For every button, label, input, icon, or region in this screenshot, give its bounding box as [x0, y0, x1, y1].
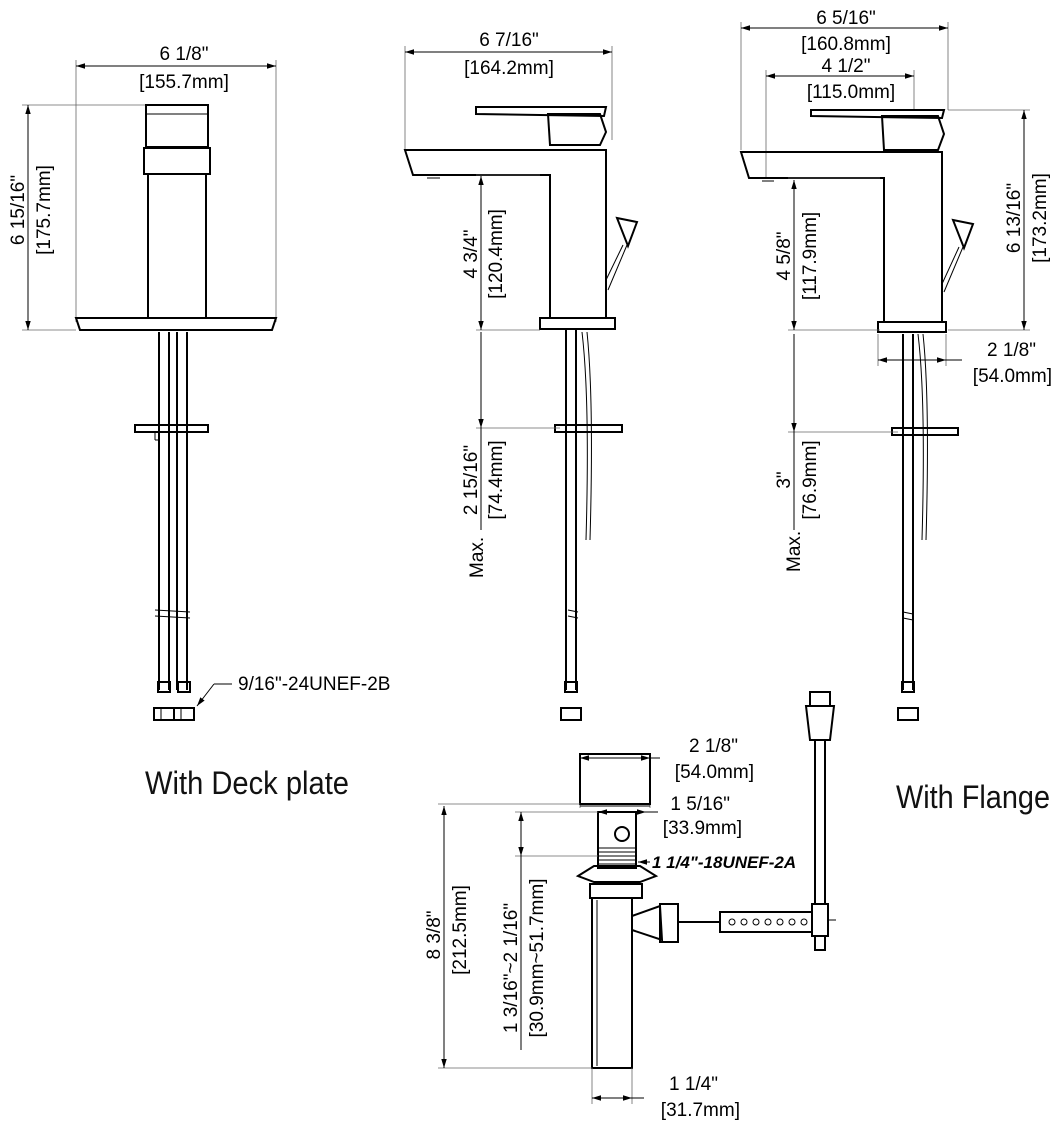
- cap-width-inch-label: 2 1/8": [689, 736, 738, 757]
- total-width-mm-label: [160.8mm]: [801, 34, 891, 55]
- supply-thread-label: 9/16"-24UNEF-2B: [238, 674, 390, 695]
- side-supply: [554, 330, 623, 721]
- hex-nut: [560, 707, 582, 721]
- reach-mm-label: [115.0mm]: [807, 82, 895, 103]
- mounting-bracket: [134, 424, 209, 433]
- spout-height-mm-label: [120.4mm]: [486, 209, 507, 299]
- reach-inch-label: 4 1/2": [821, 56, 870, 77]
- range-mm-label: [30.9mm~51.7mm]: [527, 879, 548, 1038]
- hex-nut: [897, 707, 919, 721]
- tail-width-inch-label: 1 1/4": [669, 1074, 718, 1095]
- clevis-strap: [719, 911, 813, 933]
- deck-max-mm-label: [76.9mm]: [800, 440, 821, 519]
- total-height-mm-label: [212.5mm]: [450, 885, 471, 975]
- width-mm-label: [155.7mm]: [139, 72, 229, 93]
- supply-lines: [134, 332, 232, 721]
- drain-body: [597, 811, 637, 869]
- faucet-side: [403, 106, 639, 330]
- deck-max-prefix: Max.: [784, 531, 805, 572]
- lock-nut: [589, 883, 643, 899]
- spout-height-mm-label: [117.9mm]: [800, 212, 821, 300]
- side-view: 6 7/16" [164.2mm] 4 3/4" [120.4mm]: [403, 30, 639, 721]
- deck-plate-view: 6 1/8" [155.7mm] 6 15/16" [175.7mm]: [8, 44, 390, 801]
- spout-body: [739, 151, 943, 323]
- base-ring: [539, 317, 616, 330]
- flange-supply: [891, 333, 959, 721]
- deck-max-inch-label: 3": [774, 471, 795, 488]
- mounting-bracket: [554, 424, 623, 433]
- faucet-flange: [739, 109, 975, 333]
- width-inch-label: 6 1/8": [159, 44, 208, 65]
- pivot-housing: [631, 904, 664, 942]
- total-height-inch-label: 8 3/8": [424, 910, 445, 959]
- hex-nut: [153, 707, 175, 721]
- deck-max-mm-label: [74.4mm]: [486, 440, 507, 519]
- base-inch-label: 2 1/8": [987, 340, 1036, 361]
- spring-clip: [811, 903, 829, 937]
- handle-cap: [880, 115, 946, 151]
- flange-view: 6 5/16" [160.8mm] 4 1/2" [115.0mm] 6 13/…: [739, 8, 1052, 815]
- base-mm-label: [54.0mm]: [973, 366, 1052, 387]
- tail-width-mm-label: [31.7mm]: [661, 1100, 740, 1121]
- lever-handle: [475, 106, 608, 118]
- drain-thread: [598, 847, 636, 865]
- lever-handle: [810, 109, 946, 120]
- mounting-bracket: [891, 427, 959, 436]
- drain-assembly: [575, 691, 836, 1069]
- faucet-front: [74, 104, 278, 331]
- overflow-hole: [614, 826, 630, 842]
- deck-max-prefix: Max.: [467, 537, 488, 578]
- total-width-inch-label: 6 5/16": [816, 8, 876, 29]
- drain-thread-label: 1 1/4"-18UNEF-2A: [652, 853, 796, 872]
- spout-block: [143, 147, 211, 175]
- drain-cap: [579, 753, 651, 805]
- width-inch-label: 6 7/16": [479, 30, 539, 51]
- drain-view: 2 1/8" [54.0mm] 1 5/16" [33.9mm]: [424, 691, 836, 1121]
- flange-ring: [877, 321, 947, 333]
- spout-height-inch-label: 4 3/4": [461, 229, 482, 278]
- lift-rod-knob: [615, 216, 639, 249]
- height-inch-label: 6 13/16": [1004, 183, 1025, 253]
- deck-max-inch-label: 2 15/16": [461, 445, 482, 515]
- faucet-body: [147, 173, 207, 319]
- width-mm-label: [164.2mm]: [464, 58, 554, 79]
- handle-block: [145, 104, 209, 148]
- cap-width-mm-label: [54.0mm]: [675, 762, 754, 783]
- lift-rod-top: [804, 705, 836, 741]
- body-width-inch-label: 1 5/16": [670, 794, 730, 815]
- thread-leader: [196, 683, 215, 707]
- lift-knob: [809, 691, 831, 707]
- flange-caption: With Flange: [896, 779, 1050, 815]
- deck-plate: [74, 317, 278, 331]
- clevis-holes: [728, 918, 808, 926]
- range-inch-label: 1 3/16"~2 1/16": [501, 903, 522, 1033]
- height-mm-label: [175.7mm]: [34, 165, 55, 255]
- deck-plate-caption: With Deck plate: [145, 765, 349, 801]
- height-mm-label: [173.2mm]: [1030, 173, 1051, 263]
- spout-height-inch-label: 4 5/8": [774, 231, 795, 280]
- tailpiece: [591, 897, 633, 1069]
- body-width-mm-label: [33.9mm]: [663, 818, 742, 839]
- handle-cap: [546, 113, 608, 146]
- flange-nut: [575, 865, 659, 883]
- hex-nut: [173, 707, 195, 721]
- lift-rod-knob: [951, 218, 975, 251]
- height-inch-label: 6 15/16": [8, 175, 29, 245]
